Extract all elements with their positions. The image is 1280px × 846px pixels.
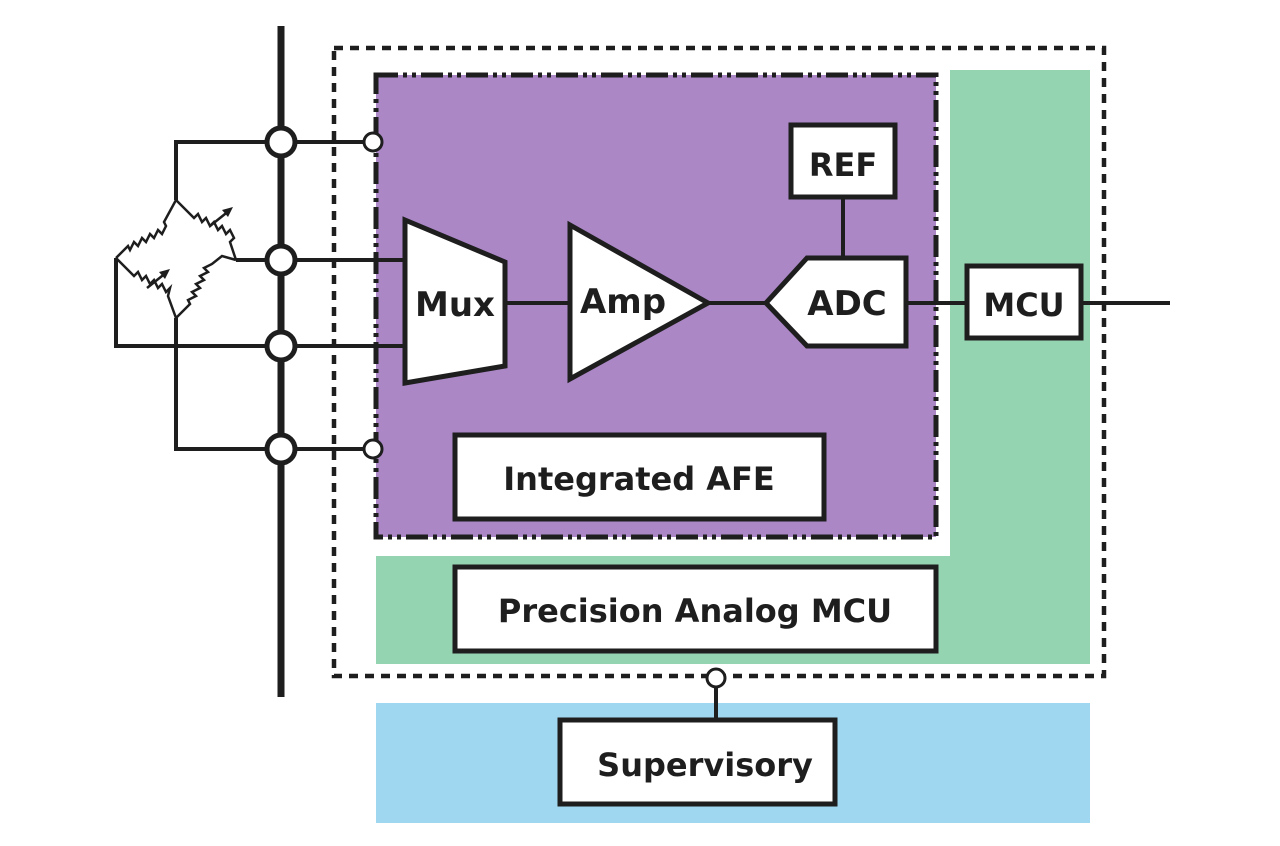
- bridge-sensor: [114, 140, 281, 451]
- bus-node: [264, 243, 298, 277]
- resistor-bottom-left: [115, 257, 178, 319]
- precision-mcu-label-box: Precision Analog MCU: [452, 564, 939, 654]
- supervisory-label: Supervisory: [597, 746, 813, 784]
- mux-block: Mux: [402, 216, 508, 386]
- precision-mcu-label: Precision Analog MCU: [498, 592, 892, 630]
- integrated-afe-label-box: Integrated AFE: [452, 432, 827, 522]
- precision-mcu-region: [376, 70, 1090, 664]
- resistor-top-left: [115, 199, 178, 259]
- mux-label: Mux: [415, 285, 495, 325]
- amp-label: Amp: [580, 282, 666, 322]
- ref-block: REF: [788, 122, 898, 200]
- amp-block: Amp: [567, 220, 714, 384]
- afe-pin: [362, 438, 384, 460]
- bus-node: [264, 125, 298, 159]
- mcu-block: MCU: [964, 263, 1084, 341]
- afe-boundary: [373, 72, 939, 540]
- adc-label: ADC: [807, 284, 887, 324]
- variable-resistor-arrow-icon: [146, 269, 170, 289]
- integrated-afe-label: Integrated AFE: [503, 460, 775, 498]
- adc-block: ADC: [762, 255, 909, 349]
- mcu-label: MCU: [983, 286, 1064, 324]
- supervisory-pin: [705, 667, 727, 689]
- afe-pin: [362, 131, 384, 153]
- supervisory-block: Supervisory: [557, 717, 838, 807]
- variable-resistor-arrow-icon: [209, 207, 233, 227]
- resistor-top-right: [175, 199, 238, 261]
- resistor-bottom-right: [175, 254, 237, 319]
- bus-node: [264, 432, 298, 466]
- ref-label: REF: [809, 146, 877, 184]
- bus-node: [264, 329, 298, 363]
